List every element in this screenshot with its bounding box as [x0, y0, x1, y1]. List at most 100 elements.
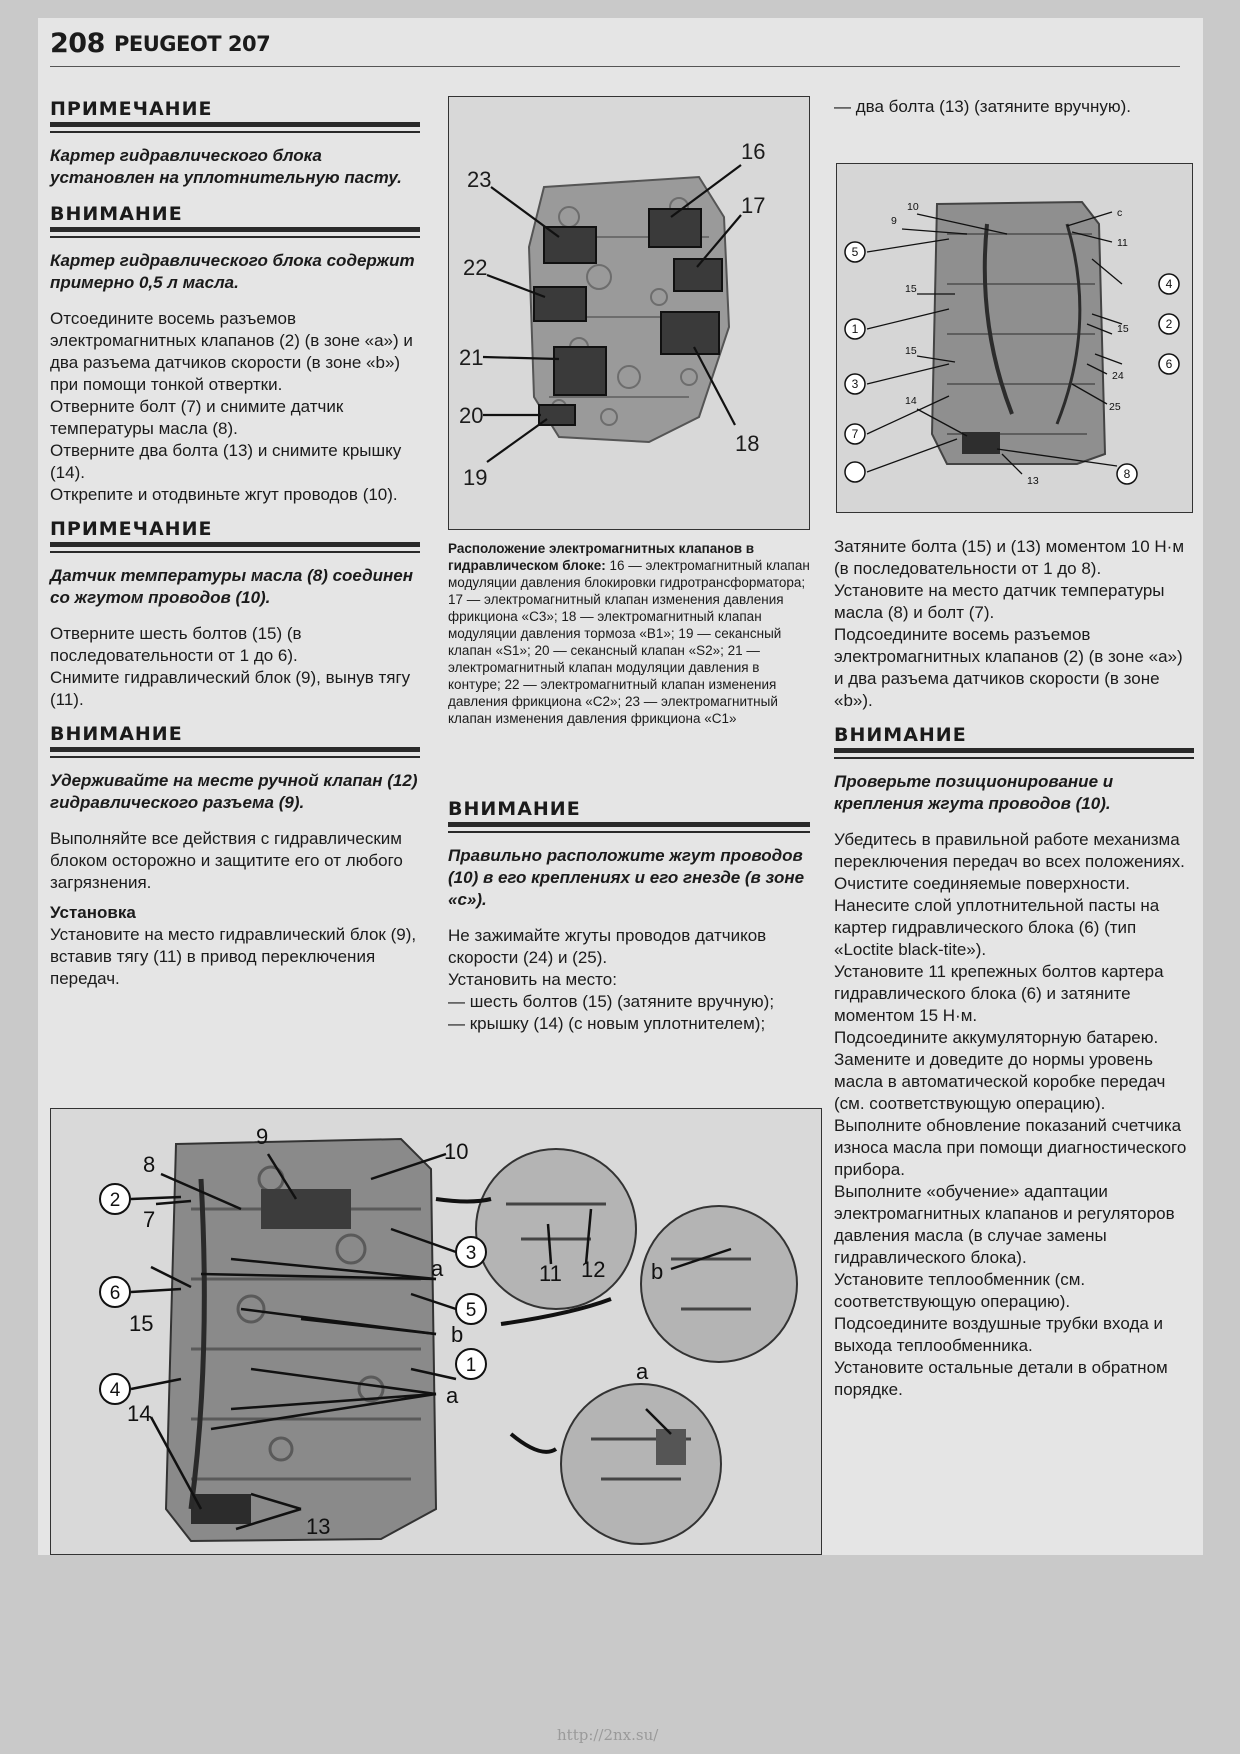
label-15: 15 [1117, 323, 1129, 335]
label-24: 24 [1112, 370, 1124, 382]
middle-column: ВНИМАНИЕ Правильно расположите жгут пров… [448, 798, 810, 1035]
heading-rule [50, 551, 420, 553]
circled-1: 1 [852, 322, 859, 336]
circled-7: 7 [852, 427, 859, 441]
page-header: 208 PEUGEOT 207 [50, 24, 1180, 67]
note-heading: ПРИМЕЧАНИЕ [50, 518, 420, 547]
valve-18 [660, 311, 720, 355]
right-column: Затяните болта (15) и (13) моментом 10 Н… [834, 536, 1194, 1401]
instruction-paragraph: Нанесите слой уплотнительной пасты на ка… [834, 896, 1160, 959]
label-11: 11 [1117, 237, 1128, 249]
label-13: 13 [1027, 475, 1039, 487]
label-25: 25 [1109, 401, 1121, 413]
instruction-paragraph: Установите остальные детали в обратном п… [834, 1358, 1168, 1399]
instruction-paragraph: Выполните обновление показаний счетчика … [834, 1116, 1187, 1179]
figure-caption: Расположение электромагнитных клапанов в… [448, 540, 810, 727]
removal-figure: 2 6 4 3 5 1 9 10 8 7 14 15 13 11 12 a b … [50, 1108, 822, 1555]
instruction-paragraph: Подсоедините восемь разъемов электромагн… [834, 625, 1183, 710]
zone-b-label: b [451, 1322, 463, 1347]
label-15: 15 [129, 1311, 153, 1336]
valve-22 [533, 286, 587, 322]
instruction-paragraph: Установите на место гидравлический блок … [50, 925, 417, 988]
valve-body-drawing: 5 1 3 7 4 2 6 8 9 10 11 c 13 14 15 15 15… [837, 164, 1192, 512]
instruction-paragraph: Отсоедините восемь разъемов электромагни… [50, 309, 413, 394]
label-12: 12 [581, 1257, 605, 1282]
instruction-paragraph: Замените и доведите до нормы уровень мас… [834, 1050, 1166, 1113]
label-15: 15 [905, 345, 917, 357]
label-20: 20 [459, 403, 483, 428]
label-18: 18 [735, 431, 759, 456]
heading-rule [834, 757, 1194, 759]
caption-title: Расположение электромагнитных клапанов в… [448, 541, 755, 573]
gearbox-photo: 2 6 4 3 5 1 9 10 8 7 14 15 13 11 12 a b … [51, 1109, 821, 1554]
instruction-paragraph: Не зажимайте жгуты проводов датчиков ско… [448, 926, 767, 967]
circled-6: 6 [1166, 357, 1173, 371]
instruction-paragraph: Установите теплообменник (см. соответств… [834, 1270, 1086, 1311]
label-21: 21 [459, 345, 483, 370]
warning-heading: ВНИМАНИЕ [50, 723, 420, 752]
warning-heading: ВНИМАНИЕ [448, 798, 810, 827]
instruction-paragraph: Отверните болт (7) и снимите датчик темп… [50, 397, 344, 438]
circled-2: 2 [110, 1190, 121, 1211]
installation-subheading: Установка [50, 903, 136, 922]
valve-17 [673, 258, 723, 292]
label-22: 22 [463, 255, 487, 280]
label-9: 9 [256, 1124, 268, 1149]
label-10: 10 [444, 1139, 468, 1164]
list-item: — шесть болтов (15) (затяните вручную); [448, 992, 775, 1011]
warning-text: Картер гидравлического блока содержит пр… [50, 251, 415, 292]
heading-rule [50, 131, 420, 133]
circled-6: 6 [110, 1283, 121, 1304]
circled-4: 4 [110, 1380, 121, 1401]
label-15: 15 [905, 283, 917, 295]
instruction-paragraph: Установите на место датчик температуры м… [834, 581, 1165, 622]
bolt-sequence-figure: 5 1 3 7 4 2 6 8 9 10 11 c 13 14 15 15 15… [836, 163, 1193, 513]
hydraulic-block-photo: 23 16 17 22 21 20 18 19 [449, 97, 809, 529]
label-19: 19 [463, 465, 487, 490]
label-14: 14 [905, 395, 917, 407]
label-c: c [1117, 207, 1122, 219]
circled-2: 2 [1166, 317, 1173, 331]
warning-text: Проверьте позиционирование и крепления ж… [834, 772, 1114, 813]
instruction-paragraph: Снимите гидравлический блок (9), вынув т… [50, 668, 411, 709]
list-item: — крышку (14) (с новым уплотнителем); [448, 1014, 766, 1033]
instruction-paragraph: Открепите и отодвиньте жгут проводов (10… [50, 485, 398, 504]
label-16: 16 [741, 139, 765, 164]
instruction-paragraph: Затяните болта (15) и (13) моментом 10 Н… [834, 537, 1185, 578]
label-8: 8 [143, 1152, 155, 1177]
circled-8: 8 [1124, 467, 1131, 481]
left-column: ПРИМЕЧАНИЕ Картер гидравлического блока … [50, 98, 420, 990]
label-11: 11 [539, 1261, 562, 1286]
instruction-paragraph: Подсоедините аккумуляторную батарею. [834, 1028, 1159, 1047]
valve-21 [553, 346, 607, 396]
instruction-paragraph: Выполняйте все действия с гидравлическим… [50, 829, 403, 892]
label-7: 7 [143, 1207, 155, 1232]
circled-5: 5 [466, 1300, 477, 1321]
zone-a-label: a [446, 1383, 459, 1408]
label-13: 13 [306, 1514, 330, 1539]
heading-rule [448, 831, 810, 833]
heading-rule [50, 756, 420, 758]
watermark-url: http://2nx.su/ [557, 1726, 659, 1744]
book-title: PEUGEOT 207 [114, 32, 271, 56]
instruction-paragraph: Отверните шесть болтов (15) (в последова… [50, 624, 302, 665]
instruction-paragraph: Отверните два болта (13) и снимите крышк… [50, 441, 402, 482]
label-17: 17 [741, 193, 765, 218]
label-10: 10 [907, 201, 919, 213]
note-text: Картер гидравлического блока установлен … [50, 146, 402, 187]
instruction-paragraph: Установить на место: [448, 970, 617, 989]
warning-heading: ВНИМАНИЕ [50, 203, 420, 232]
note-text: Датчик температуры масла (8) соединен со… [50, 566, 413, 607]
instruction-paragraph: Подсоедините воздушные трубки входа и вы… [834, 1314, 1164, 1355]
instruction-paragraph: Установите 11 крепежных болтов картера г… [834, 962, 1164, 1025]
instruction-paragraph: Очистите соединяемые поверхности. [834, 874, 1130, 893]
zone-a-label: a [636, 1359, 649, 1384]
label-14: 14 [127, 1401, 151, 1426]
instruction-paragraph: Убедитесь в правильной работе механизма … [834, 830, 1185, 871]
label-9: 9 [891, 215, 897, 227]
circled-4: 4 [1166, 277, 1173, 291]
note-heading: ПРИМЕЧАНИЕ [50, 98, 420, 127]
manual-page: 208 PEUGEOT 207 ПРИМЕЧАНИЕ Картер гидрав… [38, 18, 1203, 1555]
circled-5: 5 [852, 245, 859, 259]
warning-heading: ВНИМАНИЕ [834, 724, 1194, 753]
